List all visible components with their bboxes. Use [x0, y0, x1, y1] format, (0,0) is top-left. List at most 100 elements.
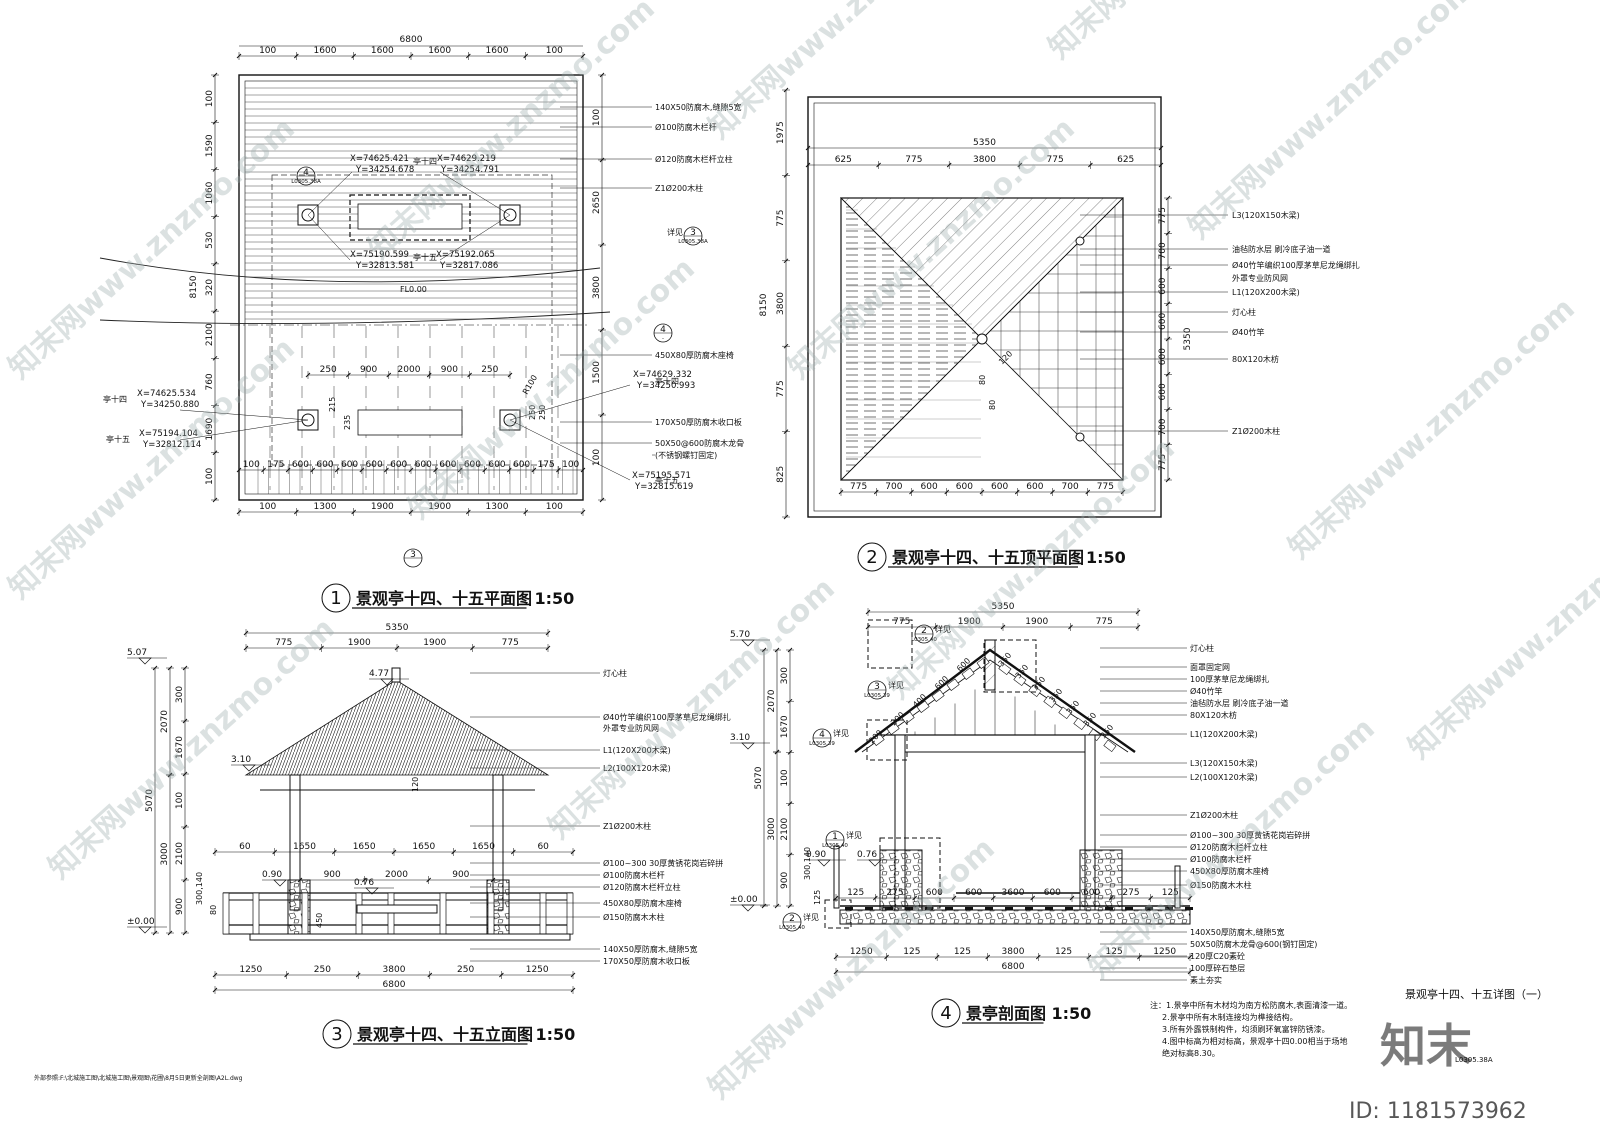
purlin	[1073, 717, 1087, 731]
plan-right-dim: 3800	[592, 276, 602, 299]
level-label: 3.10	[231, 755, 251, 765]
elev-mid-dim: 900	[324, 870, 341, 880]
rail-post	[487, 892, 495, 935]
elev-rail-dim: 1650	[293, 842, 316, 852]
line	[774, 647, 780, 653]
line	[293, 53, 299, 59]
view4-scale: 1:50	[1052, 1004, 1092, 1023]
elev-left-dim: 2070	[160, 710, 170, 733]
small-dim: 80	[209, 905, 218, 915]
roof-top-total: 5350	[973, 138, 996, 148]
plan-board-dim: 175	[538, 460, 555, 470]
plan-top-dim: 100	[259, 46, 276, 56]
level-label: 0.90	[806, 850, 826, 860]
level-label: 0.90	[262, 870, 282, 880]
small-dim: 80	[988, 400, 997, 410]
line	[761, 903, 767, 909]
section-note: 油毡防水层 刷冷底子油一道	[1190, 698, 1289, 708]
roof-left-dim: 1975	[776, 121, 786, 144]
section-note: 100厚茅草尼龙绳绑扎	[1190, 674, 1269, 684]
floor-level-label: FL0.00	[400, 285, 427, 294]
line	[783, 514, 789, 520]
plan-top-total: 6800	[400, 35, 423, 45]
roof-note: Ø40竹竿	[1232, 327, 1264, 337]
line	[359, 467, 365, 473]
view1-number: 1	[330, 588, 341, 609]
section-dim-upper: 125	[847, 888, 864, 898]
line	[305, 372, 311, 378]
roof-top-dim: 625	[1117, 155, 1134, 165]
level-mark	[138, 657, 152, 665]
line	[212, 72, 218, 78]
level-label: ±0.00	[730, 895, 758, 905]
elev-left-dim: 2100	[175, 842, 185, 865]
line	[1135, 609, 1141, 615]
line	[457, 467, 463, 473]
line	[599, 412, 605, 418]
coord-y: Y=32813.581	[355, 261, 414, 271]
line	[510, 849, 516, 855]
roof-note: Ø40竹竿编织100厚茅草尼龙绳绑扎	[1232, 260, 1360, 270]
line	[465, 53, 471, 59]
coord-y: Y=32817.086	[439, 261, 498, 271]
pavilion-label: 亭十四	[413, 156, 437, 166]
small-dim: 125	[813, 890, 822, 905]
line	[307, 171, 353, 216]
elevation-note: Ø150防腐木木柱	[603, 912, 665, 922]
line	[212, 261, 218, 267]
plan-left-dim: 760	[205, 373, 215, 390]
line	[1165, 477, 1171, 483]
plan-deck-boards	[245, 87, 577, 494]
line	[545, 645, 551, 651]
elevation-note: 外罩专业防风网	[603, 723, 659, 733]
plan-board-dim: 175	[267, 460, 284, 470]
line	[838, 489, 844, 495]
line	[384, 467, 389, 473]
roof-left-total: 8150	[759, 293, 769, 316]
watermark-text: 知末网www.znzmo.com	[1182, 0, 1482, 246]
line	[261, 467, 266, 473]
purlin	[946, 678, 960, 692]
elevation-note: Ø120防腐木栏杆立柱	[603, 882, 681, 892]
roof-bottom-dim: 600	[1026, 482, 1043, 492]
level-label: 0.76	[354, 878, 374, 888]
elev-rail-dim: 60	[537, 842, 549, 852]
elev-rail-dim: 1650	[353, 842, 376, 852]
line	[1165, 336, 1171, 342]
section-left-dim: 300	[780, 667, 790, 684]
section-note: L3(120X150木梁)	[1190, 758, 1258, 768]
view3-scale: 1:50	[536, 1025, 576, 1044]
roof-note: L3(120X150木梁)	[1232, 210, 1300, 220]
roof-note: Z1Ø200木柱	[1232, 426, 1280, 436]
plan-top-dim: 1600	[371, 46, 394, 56]
line	[545, 630, 551, 636]
section-bottom-dim: 125	[954, 947, 971, 957]
line	[243, 645, 249, 651]
plan-top-dim: 100	[546, 46, 563, 56]
watermark-text: 知末网www.znzmo.com	[702, 0, 1002, 146]
line	[236, 467, 242, 473]
small-dim: 120	[411, 777, 420, 792]
section-note: 450X80厚防腐木座椅	[1190, 866, 1269, 876]
roof-left-dim: 775	[776, 210, 786, 227]
line	[361, 877, 367, 883]
plan-bottom-dim: 1300	[314, 502, 337, 512]
roof-right-dim: 600	[1158, 277, 1168, 294]
coord-x: X=74625.534	[137, 389, 196, 399]
section-note: 灯心柱	[1190, 643, 1214, 653]
coord-y: Y=34250.880	[140, 400, 199, 410]
plan-note: 140X50防腐木,缝隙5宽	[655, 102, 742, 112]
elev-left-dim: 3000	[160, 842, 170, 865]
line	[346, 372, 351, 378]
line	[1187, 954, 1193, 960]
detail-ref-sheet: -	[662, 336, 664, 342]
elev-top-dim: 1900	[423, 638, 446, 648]
pavilion-label: 亭十四	[103, 394, 127, 404]
small-dim: 250	[528, 405, 537, 420]
section-note: 100厚碎石垫层	[1190, 963, 1245, 973]
line	[212, 972, 218, 978]
view2-number: 2	[866, 547, 877, 568]
plan-bottom-dim: 1900	[428, 502, 451, 512]
